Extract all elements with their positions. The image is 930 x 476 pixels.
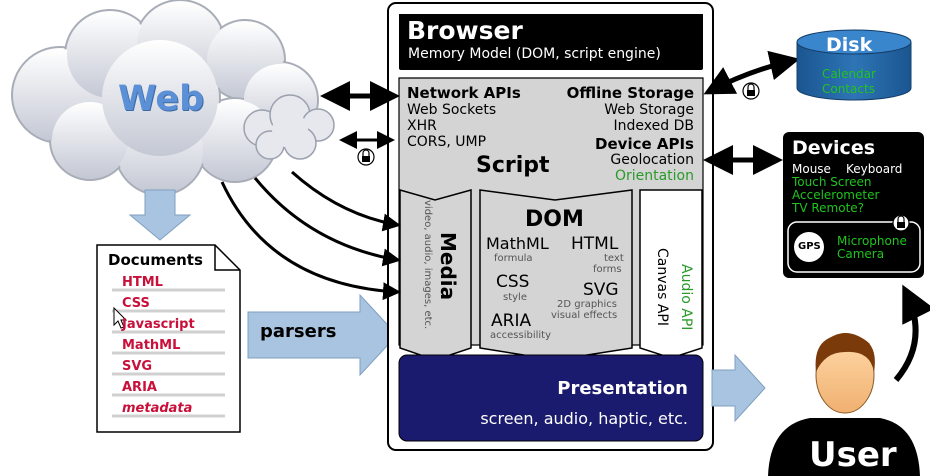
secure-device-item: Camera [837,247,885,261]
dom-mathml: MathML [486,234,549,253]
web-cloud [11,0,319,196]
lock-icon [742,82,760,100]
devices-keyboard: Keyboard [846,162,903,176]
dom-title: DOM [525,207,584,232]
documents-item: HTML [122,275,163,290]
canvas-audio-region [639,189,703,359]
user-figure [768,333,920,476]
media-subtitle: video, audio, images, etc. [422,200,433,330]
devices-item: Touch Screen [792,175,872,189]
lock-icon [892,214,910,232]
device-api-item: Geolocation [610,152,694,168]
dom-aria: ARIA [491,311,532,331]
offline-storage-title: Offline Storage [566,84,694,102]
browser-subtitle: Memory Model (DOM, script engine) [408,46,661,62]
disk-item: Calendar [822,67,876,81]
gps-label: GPS [798,241,821,252]
network-api-item: CORS, UMP [407,134,487,150]
secure-device-item: Microphone [837,234,907,248]
documents-item: Javascript [122,317,195,332]
gps-icon [794,232,824,262]
presentation-title: Presentation [557,378,688,399]
user-label: User [809,435,897,475]
offline-storage-item: Indexed DB [613,118,694,134]
small-cloud [243,94,335,160]
presentation-subtitle: screen, audio, haptic, etc. [480,409,688,428]
documents-title: Documents [108,251,203,269]
documents-page [96,244,241,433]
web-title: Web [118,79,205,119]
devices-item: Accelerometer [792,188,880,202]
disk-cylinder [796,29,912,101]
user-devices-arrow [893,284,930,382]
devices-mouse: Mouse [792,162,831,176]
parsers-arrow [247,293,398,377]
secure-devices-box [787,221,921,273]
network-api-item: Web Sockets [407,102,497,118]
documents-item: SVG [122,359,153,374]
documents-item: MathML [122,338,181,353]
dom-mathml-sub: formula [494,253,533,264]
dom-svg-sub: visual effects [551,310,618,321]
dom-html-sub: forms [593,264,622,275]
dom-css-sub: style [503,292,527,303]
document-lines [112,288,225,418]
script-label: Script [476,153,550,178]
offline-storage-item: Web Storage [604,102,694,118]
documents-item: metadata [122,401,193,416]
media-region [399,189,472,361]
lock-icon [357,148,375,166]
dom-region [479,189,633,361]
disk-arrow [703,50,800,95]
dom-html-sub: text [604,253,624,264]
disk-title: Disk [826,34,873,56]
web-to-documents-arrow [128,189,192,241]
dom-aria-sub: accessibility [490,330,551,341]
canvas-api-label: Canvas API [654,248,670,326]
parsers-label: parsers [260,321,337,342]
documents-item: CSS [122,296,150,311]
dom-html: HTML [571,234,619,254]
cloud-media-arrows [220,170,401,301]
network-api-item: XHR [407,118,437,134]
cursor-icon [113,306,128,329]
device-api-item: Orientation [614,168,694,184]
disk-item: Contacts [822,82,875,96]
audio-api-label: Audio API [678,264,694,331]
presentation-to-user-arrow [711,353,766,423]
presentation-region [398,354,704,442]
devices-title: Devices [792,137,876,159]
media-title: Media [436,232,460,301]
dom-svg: SVG [583,280,619,300]
network-apis-title: Network APIs [407,84,521,102]
browser-title: Browser [407,16,523,45]
dom-svg-sub: 2D graphics [557,299,617,310]
documents-item: ARIA [122,380,157,395]
dom-css: CSS [496,272,530,292]
devices-item: TV Remote? [792,201,865,215]
device-apis-title: Device APIs [595,135,694,153]
